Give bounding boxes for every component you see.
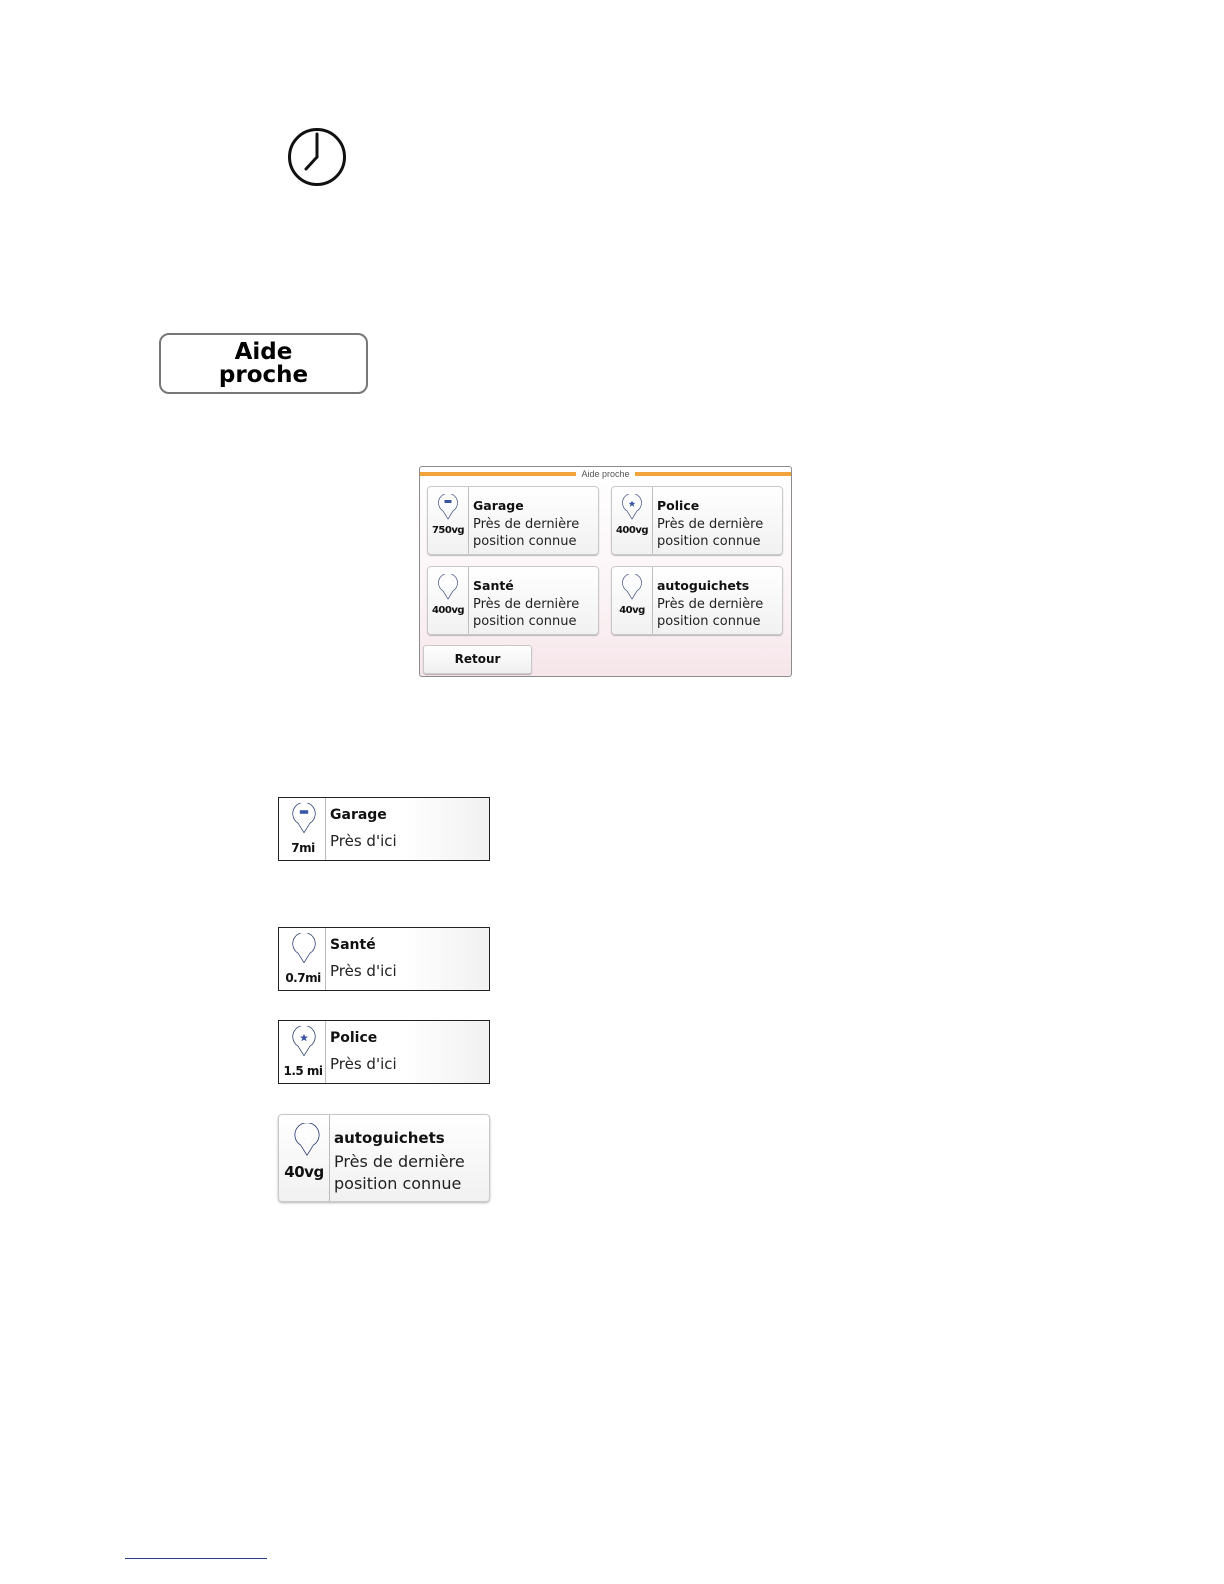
tile-subtitle: Près de dernière position connue	[473, 597, 580, 629]
atm-pin-icon: $	[622, 574, 642, 600]
card-subtitle: Près d'ici	[330, 1055, 397, 1073]
dialog-title: Aide proche	[576, 469, 635, 479]
tile-subtitle: Près de dernière position connue	[473, 517, 580, 549]
card-title: Garage	[330, 807, 387, 823]
card-autoguichets[interactable]: $ 40vg autoguichets Près de dernière pos…	[278, 1114, 490, 1202]
aide-proche-dialog: Aide proche 750vg Garage Près de dernièr…	[419, 466, 792, 677]
card-sante[interactable]: 0.7mi Santé Près d'ici	[278, 927, 490, 991]
tile-police[interactable]: 400vg Police Près de dernière position c…	[611, 486, 783, 555]
dialog-header: Aide proche	[420, 469, 791, 479]
clock-icon	[288, 128, 346, 186]
card-title: Police	[330, 1030, 378, 1046]
health-pin-icon	[292, 933, 316, 964]
atm-pin-icon: $	[294, 1123, 320, 1156]
aide-proche-label-line2: proche	[218, 361, 309, 388]
footnote-separator	[125, 1558, 267, 1559]
tile-subtitle: Près de dernière position connue	[657, 517, 764, 549]
svg-text:$: $	[301, 1128, 313, 1147]
tile-distance: 40vg	[619, 605, 645, 616]
tile-subtitle: Près de dernière position connue	[657, 597, 764, 629]
tile-title: Police	[657, 498, 700, 513]
garage-pin-icon	[438, 494, 458, 520]
card-subtitle: Près d'ici	[330, 832, 397, 850]
tile-distance: 400vg	[431, 605, 465, 616]
tile-title: autoguichets	[657, 578, 750, 593]
card-subtitle: Près de dernière position connue	[334, 1152, 465, 1193]
aide-proche-label-line1: Aide	[234, 338, 293, 365]
card-distance: 1.5 mi	[283, 1064, 323, 1078]
aide-proche-button[interactable]: Aide proche	[159, 333, 368, 394]
card-distance: 0.7mi	[285, 971, 321, 985]
card-subtitle: Près d'ici	[330, 962, 397, 980]
tile-distance: 750vg	[431, 525, 465, 536]
tile-autoguichets[interactable]: $ 40vg autoguichets Près de dernière pos…	[611, 566, 783, 635]
garage-pin-icon	[292, 803, 316, 834]
card-distance: 40vg	[284, 1163, 324, 1181]
card-garage[interactable]: 7mi Garage Près d'ici	[278, 797, 490, 861]
retour-button[interactable]: Retour	[423, 645, 532, 674]
tile-sante[interactable]: 400vg Santé Près de dernière position co…	[427, 566, 599, 635]
tile-distance: 400vg	[615, 525, 649, 536]
police-pin-icon	[622, 494, 642, 520]
health-pin-icon	[438, 574, 458, 600]
card-title: Santé	[330, 937, 376, 953]
police-pin-icon	[292, 1026, 316, 1057]
tile-title: Santé	[473, 578, 514, 593]
card-distance: 7mi	[291, 841, 315, 855]
card-title: autoguichets	[334, 1129, 445, 1147]
card-police[interactable]: 1.5 mi Police Près d'ici	[278, 1020, 490, 1084]
svg-text:$: $	[627, 578, 636, 593]
tile-garage[interactable]: 750vg Garage Près de dernière position c…	[427, 486, 599, 555]
tile-title: Garage	[473, 498, 524, 513]
